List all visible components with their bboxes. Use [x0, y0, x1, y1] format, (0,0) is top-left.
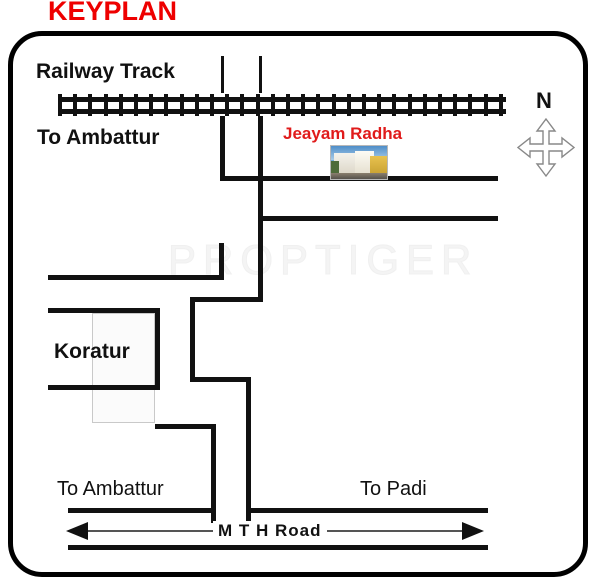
road-mth-kerb-north-left: [68, 508, 216, 513]
rail-tie: [119, 94, 123, 116]
rail-tie: [286, 94, 290, 116]
railway-track-graphic: [58, 94, 506, 116]
rail-tie: [332, 94, 336, 116]
map-frame-border: [8, 31, 588, 577]
rail-tie: [468, 94, 472, 116]
road-crossing-right-upper: [259, 56, 262, 93]
label-to-padi: To Padi: [360, 478, 427, 500]
rail-tie: [149, 94, 153, 116]
road-vertical-left-stub: [219, 243, 224, 280]
rail-tie: [271, 94, 275, 116]
photo-building-right: [370, 155, 387, 174]
road-horizontal-koratur-south: [48, 385, 160, 390]
photo-building-center: [354, 151, 374, 174]
rail-tie: [256, 94, 260, 116]
label-project-jeayam-radha: Jeayam Radha: [283, 124, 403, 143]
road-vertical-center-main: [258, 216, 263, 301]
rail-tie: [58, 94, 62, 116]
label-to-ambattur-north: To Ambattur: [37, 126, 160, 149]
road-mth-kerb-south: [68, 545, 488, 550]
label-to-ambattur-south: To Ambattur: [57, 478, 164, 500]
road-vertical-koratur-west: [155, 308, 160, 388]
compass-north-label: N: [536, 88, 552, 113]
rail-tie: [423, 94, 427, 116]
road-jog-top: [190, 297, 263, 302]
rail-tie: [164, 94, 168, 116]
road-crossing-left-upper: [221, 56, 224, 93]
rail-tie: [134, 94, 138, 116]
photo-shrub: [331, 161, 339, 175]
rail-tie: [73, 94, 77, 116]
rail-tie: [362, 94, 366, 116]
rail-tie: [499, 94, 503, 116]
rail-line-top: [58, 97, 506, 102]
rail-tie: [438, 94, 442, 116]
road-horizontal-koratur-north: [48, 308, 160, 313]
road-horizontal-left-upper: [48, 275, 224, 280]
rail-tie: [453, 94, 457, 116]
rail-line-bottom: [58, 109, 506, 114]
project-photo-thumbnail: [330, 145, 388, 180]
label-koratur: Koratur: [54, 340, 130, 363]
rail-tie: [210, 94, 214, 116]
road-vertical-ambattur-branch: [211, 424, 216, 523]
label-railway-track: Railway Track: [36, 60, 175, 83]
road-jog-middle: [190, 377, 251, 382]
rail-tie: [195, 94, 199, 116]
road-mth-kerb-north-right: [246, 508, 488, 513]
page-title: KEYPLAN: [48, 0, 178, 26]
road-jog-lower: [155, 424, 216, 429]
rail-tie: [408, 94, 412, 116]
rail-tie: [180, 94, 184, 116]
rail-tie: [301, 94, 305, 116]
photo-ground: [331, 173, 387, 179]
road-vertical-left-upper: [220, 116, 225, 180]
rail-tie: [104, 94, 108, 116]
compass-rose-icon: [516, 118, 576, 178]
rail-tie: [347, 94, 351, 116]
rail-tie: [225, 94, 229, 116]
road-horizontal-mid-right: [258, 216, 498, 221]
rail-tie: [88, 94, 92, 116]
rail-tie: [240, 94, 244, 116]
road-vertical-koratur-east: [190, 297, 195, 380]
road-vertical-center-upper: [258, 116, 263, 221]
rail-tie: [484, 94, 488, 116]
label-mth-road: M T H Road: [213, 521, 327, 541]
rail-tie: [377, 94, 381, 116]
road-vertical-lower-right: [246, 377, 251, 523]
rail-ties-group: [58, 94, 506, 116]
rail-tie: [392, 94, 396, 116]
koratur-area-block: [92, 313, 155, 423]
rail-tie: [316, 94, 320, 116]
